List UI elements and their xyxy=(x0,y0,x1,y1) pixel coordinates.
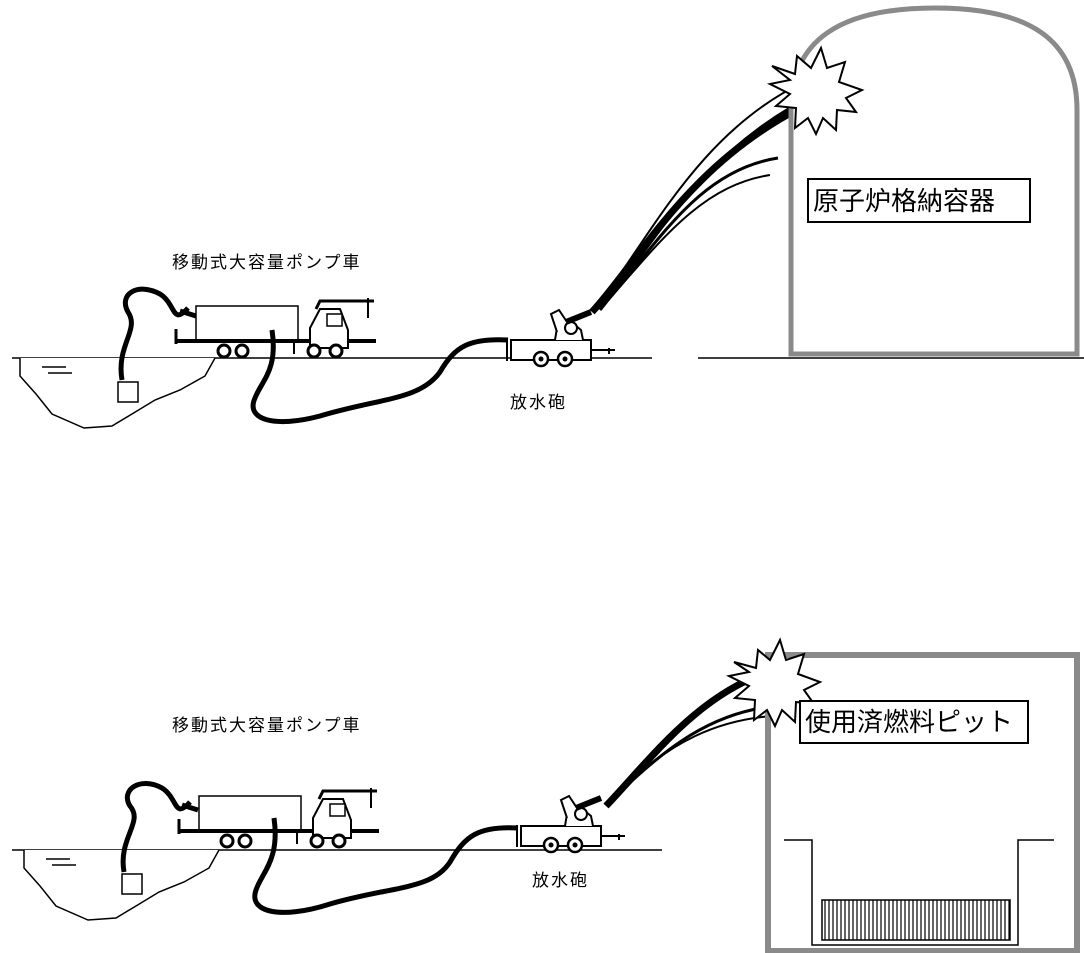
supply-hose xyxy=(252,817,519,915)
scene-reactor-containment: 移動式大容量ポンプ車 放水砲 原子炉格納容器 xyxy=(12,5,1084,429)
splash-burst-icon xyxy=(725,637,823,729)
target-label-box: 原子炉格納容器 xyxy=(807,178,1031,223)
truck-label: 移動式大容量ポンプ車 xyxy=(172,716,362,736)
cannon-label: 放水砲 xyxy=(510,393,567,413)
intake-hose xyxy=(120,781,192,873)
target-label: 使用済燃料ピット xyxy=(805,708,1013,738)
target-label: 原子炉格納容器 xyxy=(813,187,995,217)
target-label-box: 使用済燃料ピット xyxy=(799,700,1029,744)
intake-hose xyxy=(118,286,190,381)
splash-burst-icon xyxy=(766,45,865,137)
pump-truck-icon xyxy=(177,786,381,849)
pump-truck-icon xyxy=(174,296,378,359)
scene-spent-fuel-pit: 移動式大容量ポンプ車 放水砲 使用済燃料ピット xyxy=(12,637,1080,953)
cannon-label: 放水砲 xyxy=(532,871,589,891)
water-source xyxy=(19,357,216,429)
water-spray xyxy=(589,81,819,315)
fuel-rack-icon xyxy=(821,899,1011,941)
fuel-pool xyxy=(784,839,1054,946)
supply-hose xyxy=(250,329,509,424)
truck-label: 移動式大容量ポンプ車 xyxy=(172,253,362,273)
